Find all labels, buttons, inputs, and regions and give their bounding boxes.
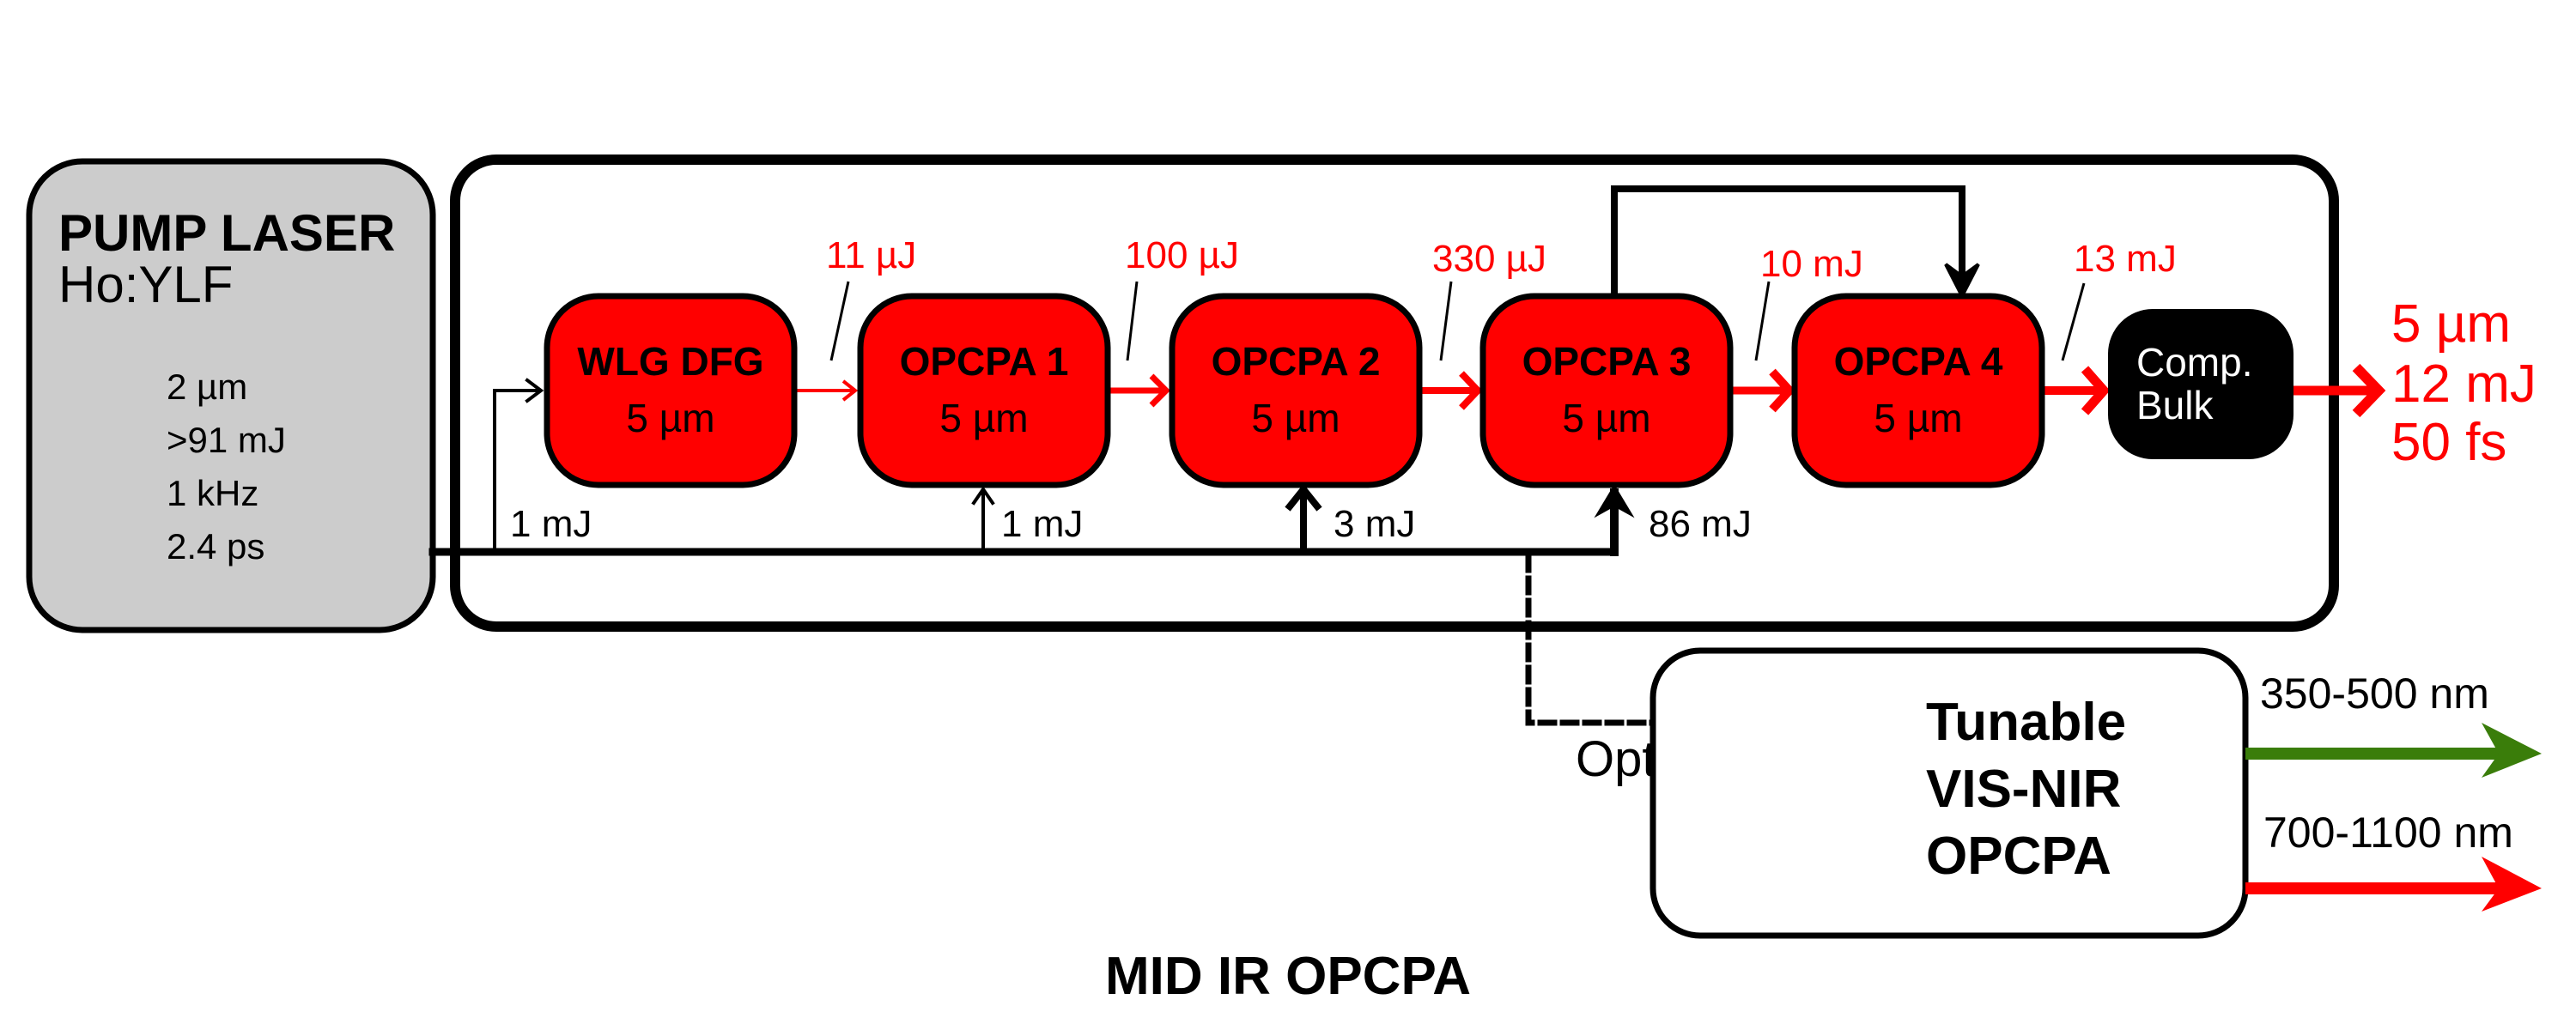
stage-wavelength: 5 µm xyxy=(1874,396,1962,440)
stage-name: WLG DFG xyxy=(577,339,763,384)
stage-name: OPCPA 2 xyxy=(1212,339,1381,384)
pump-laser-box: PUMP LASER Ho:YLF 2 µm >91 mJ 1 kHz 2.4 … xyxy=(26,158,436,633)
stage-wavelength: 5 µm xyxy=(1251,396,1340,440)
stage-box-opcpa-4: OPCPA 4 5 µm xyxy=(1791,293,2045,488)
pump-branch-opcpa1-arrowhead xyxy=(971,486,995,506)
signal-energy-opcpa2: 330 µJ xyxy=(1432,238,1546,280)
output-label-red: 700-1100 nm xyxy=(2263,809,2513,857)
signal-energy-wlg: 11 µJ xyxy=(826,234,916,276)
stage-wavelength: 5 µm xyxy=(939,396,1028,440)
compressor-line2: Bulk xyxy=(2136,383,2214,427)
pump-branch-opcpa2-arrowhead xyxy=(1285,483,1322,512)
stage-box-opcpa-3: OPCPA 3 5 µm xyxy=(1479,293,1734,488)
compressor-box: Comp. Bulk xyxy=(2108,309,2293,459)
output-arrow-green xyxy=(2245,723,2542,778)
pump-laser-subtitle: Ho:YLF xyxy=(58,256,233,313)
stage-box-opcpa-1: OPCPA 1 5 µm xyxy=(857,293,1111,488)
output-duration: 50 fs xyxy=(2391,413,2506,472)
tunable-line2: VIS-NIR xyxy=(1926,760,2121,819)
pump-branch-opcpa3-arrowhead xyxy=(1594,484,1635,518)
pump-spec-energy: >91 mJ xyxy=(167,420,286,460)
stage-box-opcpa-2: OPCPA 2 5 µm xyxy=(1169,293,1423,488)
stage-name: OPCPA 3 xyxy=(1522,339,1692,384)
pump-energy-opcpa3: 86 mJ xyxy=(1649,503,1752,545)
signal-energy-opcpa3: 10 mJ xyxy=(1760,243,1863,285)
tunable-vis-nir-opcpa-box: Tunable VIS-NIR OPCPA xyxy=(1649,647,2249,939)
tunable-line3: OPCPA xyxy=(1926,827,2111,886)
stage-wavelength: 5 µm xyxy=(1562,396,1650,440)
output-energy: 12 mJ xyxy=(2391,354,2537,414)
pump-branch-wlg xyxy=(493,389,541,554)
pump-spec-repetition-rate: 1 kHz xyxy=(167,473,258,513)
output-label-green: 350-500 nm xyxy=(2260,670,2489,718)
signal-energy-opcpa1: 100 µJ xyxy=(1125,234,1239,276)
pump-bypass-line xyxy=(1611,185,1965,300)
pump-energy-opcpa1: 1 mJ xyxy=(1001,503,1083,545)
pump-branch-wlg-arrowhead xyxy=(525,378,544,403)
pump-laser-title: PUMP LASER xyxy=(58,204,395,262)
pump-energy-opcpa2: 3 mJ xyxy=(1334,503,1415,545)
pump-spec-duration: 2.4 ps xyxy=(167,526,264,566)
output-arrow-red xyxy=(2245,857,2542,912)
compressor-line1: Comp. xyxy=(2136,340,2252,385)
stage-name: OPCPA 4 xyxy=(1834,339,2003,384)
signal-path xyxy=(794,363,2386,418)
stage-wavelength: 5 µm xyxy=(626,396,714,440)
output-wavelength: 5 µm xyxy=(2391,294,2511,354)
stage-box-wlg-dfg: WLG DFG 5 µm xyxy=(544,293,798,488)
diagram-title: MID IR OPCPA xyxy=(1105,947,1471,1006)
pump-energy-wlg: 1 mJ xyxy=(510,503,592,545)
pump-bypass-arrowhead xyxy=(1944,263,1980,300)
pump-spec-wavelength: 2 µm xyxy=(167,367,247,407)
stage-name: OPCPA 1 xyxy=(900,339,1069,384)
energy-leader-lines xyxy=(829,281,2086,361)
tunable-line1: Tunable xyxy=(1926,693,2126,752)
signal-energy-opcpa4: 13 mJ xyxy=(2074,238,2177,280)
